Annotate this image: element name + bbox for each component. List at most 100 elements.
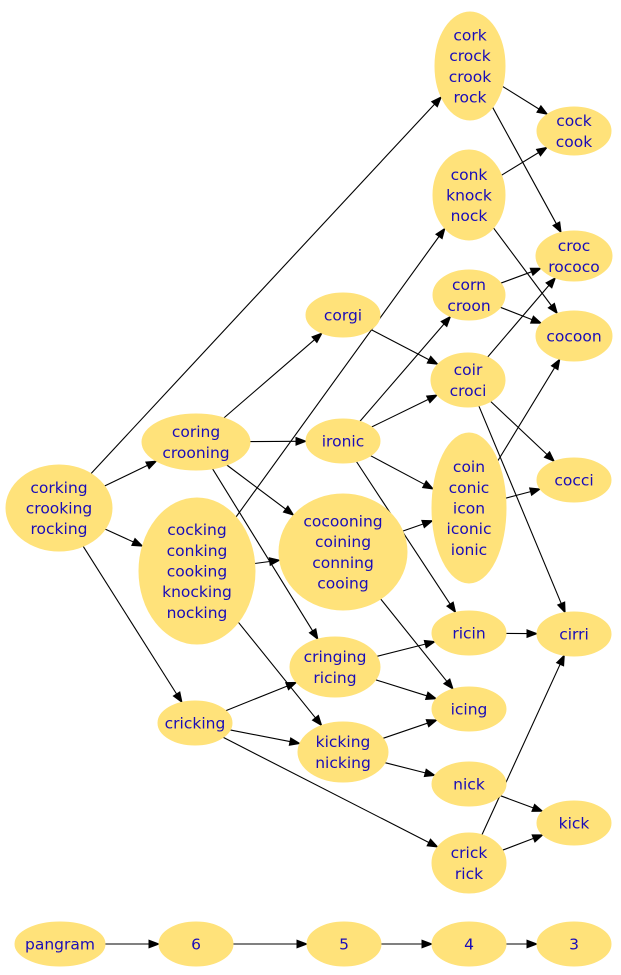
node-label: nick bbox=[453, 776, 485, 794]
arrowhead bbox=[282, 505, 295, 516]
arrowhead bbox=[430, 95, 443, 108]
arrowhead bbox=[296, 939, 309, 949]
node-shape bbox=[431, 832, 507, 894]
node-label: coring bbox=[172, 423, 220, 441]
node-label: ricing bbox=[313, 669, 356, 687]
node-label: rocking bbox=[31, 520, 88, 538]
edge-cocking-to-kicking bbox=[237, 621, 323, 727]
arrowhead bbox=[425, 719, 439, 728]
edge-coin-to-cocoon bbox=[497, 357, 561, 462]
node-label: rococo bbox=[548, 258, 600, 276]
node-label: corgi bbox=[324, 307, 362, 325]
arrowhead bbox=[545, 276, 557, 289]
edge-line bbox=[376, 643, 426, 657]
node-label: cocoon bbox=[546, 328, 601, 346]
edge-line bbox=[370, 329, 430, 361]
node-shape bbox=[535, 230, 613, 282]
edge-line bbox=[212, 468, 314, 632]
node-label: cocci bbox=[554, 472, 593, 490]
node-label: conk bbox=[451, 166, 488, 184]
arrowhead bbox=[426, 838, 439, 848]
edge-line bbox=[104, 528, 134, 543]
edge-kicking-to-icing bbox=[382, 719, 439, 739]
node-label: knock bbox=[446, 187, 492, 205]
edge-line bbox=[382, 722, 428, 739]
node-shape bbox=[305, 418, 381, 464]
edge-corking-to-cocking bbox=[104, 528, 144, 547]
edge-line bbox=[493, 227, 552, 306]
graph-node-coring: coring crooning bbox=[141, 413, 251, 471]
edge-coir-to-croc bbox=[487, 276, 557, 358]
edge-coring-to-cocooning bbox=[226, 464, 295, 516]
arrowhead bbox=[172, 691, 183, 704]
arrowhead bbox=[552, 221, 562, 234]
node-label: conking bbox=[167, 542, 228, 560]
arrowhead bbox=[426, 355, 440, 365]
node-label: conic bbox=[449, 479, 490, 497]
edge-5-to-4 bbox=[381, 939, 434, 949]
node-shape bbox=[432, 269, 506, 321]
node-shape bbox=[431, 761, 507, 807]
edge-cringing-to-icing bbox=[375, 679, 438, 700]
edge-line bbox=[235, 236, 440, 518]
arrowhead bbox=[421, 480, 435, 490]
node-shape bbox=[432, 149, 506, 241]
edge-ironic-to-coir bbox=[371, 394, 439, 428]
node-label: icing bbox=[451, 701, 488, 719]
node-label: coining bbox=[315, 533, 371, 551]
edge-cocking-to-cocooning bbox=[254, 557, 281, 567]
edge-line bbox=[402, 523, 424, 532]
graph-node-ricin: ricin bbox=[431, 610, 507, 656]
edge-6-to-5 bbox=[233, 939, 309, 949]
arrowhead bbox=[440, 315, 452, 328]
node-shape bbox=[305, 292, 381, 338]
arrowhead bbox=[425, 394, 439, 404]
edge-coring-to-cringing bbox=[212, 468, 319, 641]
edge-nick-to-kick bbox=[500, 795, 544, 812]
node-label: conning bbox=[312, 554, 374, 572]
arrowhead bbox=[424, 691, 438, 700]
node-shape bbox=[434, 11, 506, 121]
node-shape bbox=[297, 721, 389, 783]
graph-node-3: 3 bbox=[536, 921, 612, 967]
edge-kicking-to-nick bbox=[384, 762, 437, 778]
edge-line bbox=[490, 400, 548, 455]
arrowhead bbox=[423, 768, 437, 778]
node-label: crooking bbox=[26, 500, 92, 518]
edge-line bbox=[370, 455, 425, 485]
edge-line bbox=[371, 398, 429, 428]
edge-cocooning-to-coin bbox=[402, 519, 434, 532]
node-label: cocooning bbox=[303, 512, 382, 530]
graph-node-croc: croc rococo bbox=[535, 230, 613, 282]
arrowhead bbox=[526, 939, 539, 949]
edge-crick-to-cirri bbox=[481, 653, 565, 836]
edge-line bbox=[501, 152, 539, 176]
edge-pangram-to-6 bbox=[105, 939, 161, 949]
arrowhead bbox=[526, 629, 539, 639]
edge-coring-to-ironic bbox=[249, 436, 308, 446]
node-shape bbox=[536, 106, 612, 156]
node-shape bbox=[141, 413, 251, 471]
node-shape bbox=[289, 636, 381, 698]
edge-coir-to-cirri bbox=[478, 405, 566, 614]
edge-ricin-to-cirri bbox=[505, 629, 539, 639]
node-label: cooking bbox=[167, 563, 227, 581]
node-label: croc bbox=[558, 237, 591, 255]
edge-crick-to-kick bbox=[502, 834, 545, 851]
nodes-layer: corkcrockcrookrockcockcookconkknocknockc… bbox=[5, 11, 613, 967]
edge-line bbox=[225, 685, 288, 712]
node-label: crooning bbox=[162, 444, 229, 462]
arrowhead bbox=[536, 104, 549, 116]
graph-node-nick: nick bbox=[431, 761, 507, 807]
edge-line bbox=[254, 560, 270, 565]
node-label: kicking bbox=[316, 733, 371, 751]
arrowhead bbox=[529, 267, 543, 277]
node-label: kick bbox=[559, 815, 590, 833]
node-label: coin bbox=[453, 458, 485, 476]
edge-line bbox=[380, 598, 448, 682]
node-label: corking bbox=[30, 479, 87, 497]
edge-coin-to-cocci bbox=[505, 487, 542, 499]
edge-line bbox=[222, 736, 430, 843]
